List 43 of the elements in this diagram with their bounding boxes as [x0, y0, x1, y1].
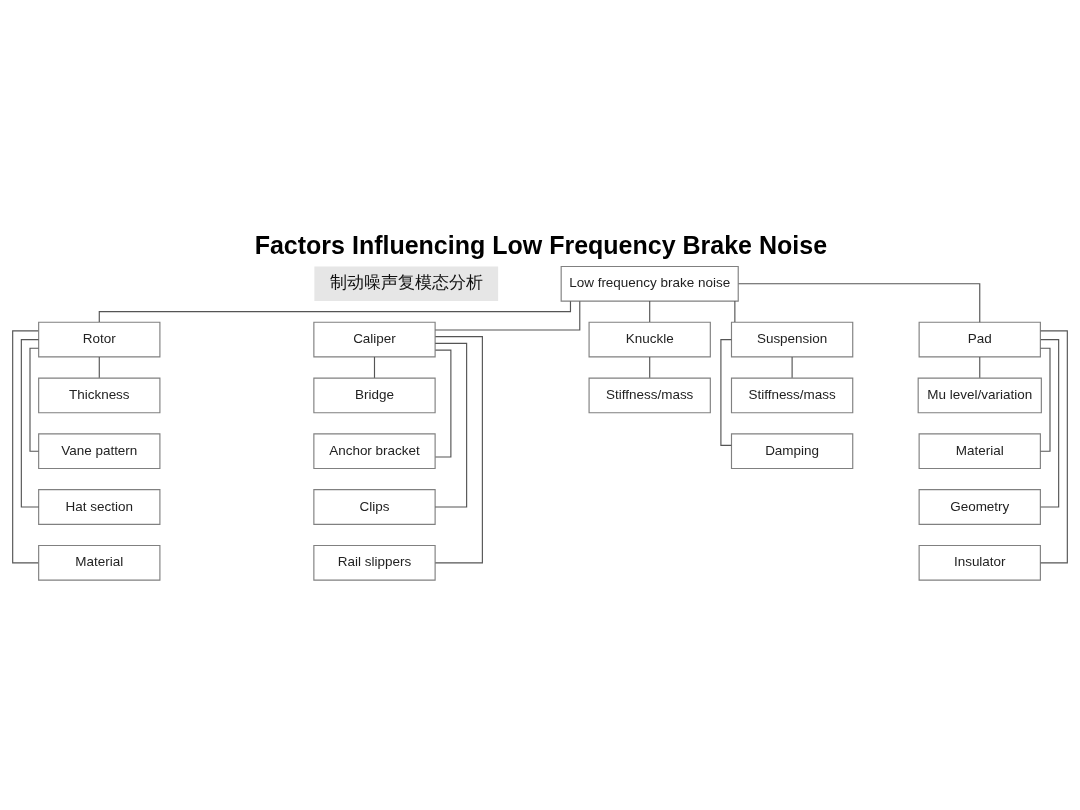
connector: [738, 282, 981, 323]
node-box: Bridge: [313, 377, 436, 413]
node-box: Clips: [313, 488, 436, 525]
connector: [434, 300, 581, 331]
connector: [434, 335, 483, 563]
node-box: Rotor: [38, 321, 161, 357]
connector: [98, 300, 572, 323]
node-box: Stiffness/mass: [730, 377, 854, 413]
connector: [29, 347, 40, 452]
connector: [791, 355, 793, 378]
diagram-title: Factors Influencing Low Frequency Brake Noise: [254, 230, 828, 259]
connector: [720, 338, 732, 446]
node-box: Vane pattern: [38, 432, 161, 469]
connector: [1040, 329, 1068, 563]
node-box: Suspension: [730, 321, 854, 357]
node-box: Mu level/variation: [917, 377, 1042, 413]
connector: [734, 300, 736, 323]
node-box: Stiffness/mass: [588, 377, 711, 413]
node-box: Material: [38, 544, 161, 581]
connector: [98, 355, 100, 378]
node-box: Hat section: [38, 488, 161, 525]
node-box: Insulator: [918, 544, 1041, 581]
connector: [12, 329, 39, 563]
node-box: Damping: [730, 432, 854, 469]
connector: [649, 355, 651, 378]
node-box: Geometry: [918, 488, 1041, 525]
node-box: Rail slippers: [313, 544, 436, 581]
connector: [649, 300, 651, 323]
node-box: Pad: [918, 321, 1041, 357]
connector: [20, 338, 40, 508]
connector: [979, 355, 981, 378]
label: 制动噪声复模态分析: [329, 271, 483, 292]
node-box: Material: [918, 432, 1041, 469]
node-box: Anchor bracket: [313, 432, 436, 469]
node-box: Thickness: [38, 377, 161, 413]
node-box: Knuckle: [588, 321, 711, 357]
connector: [434, 349, 452, 458]
node-box: Caliper: [313, 321, 436, 357]
connector: [434, 342, 468, 508]
connector: [373, 355, 376, 378]
connector: [1040, 338, 1060, 508]
node-box: Low frequency brake noise: [560, 265, 739, 302]
connector: [1039, 347, 1051, 452]
